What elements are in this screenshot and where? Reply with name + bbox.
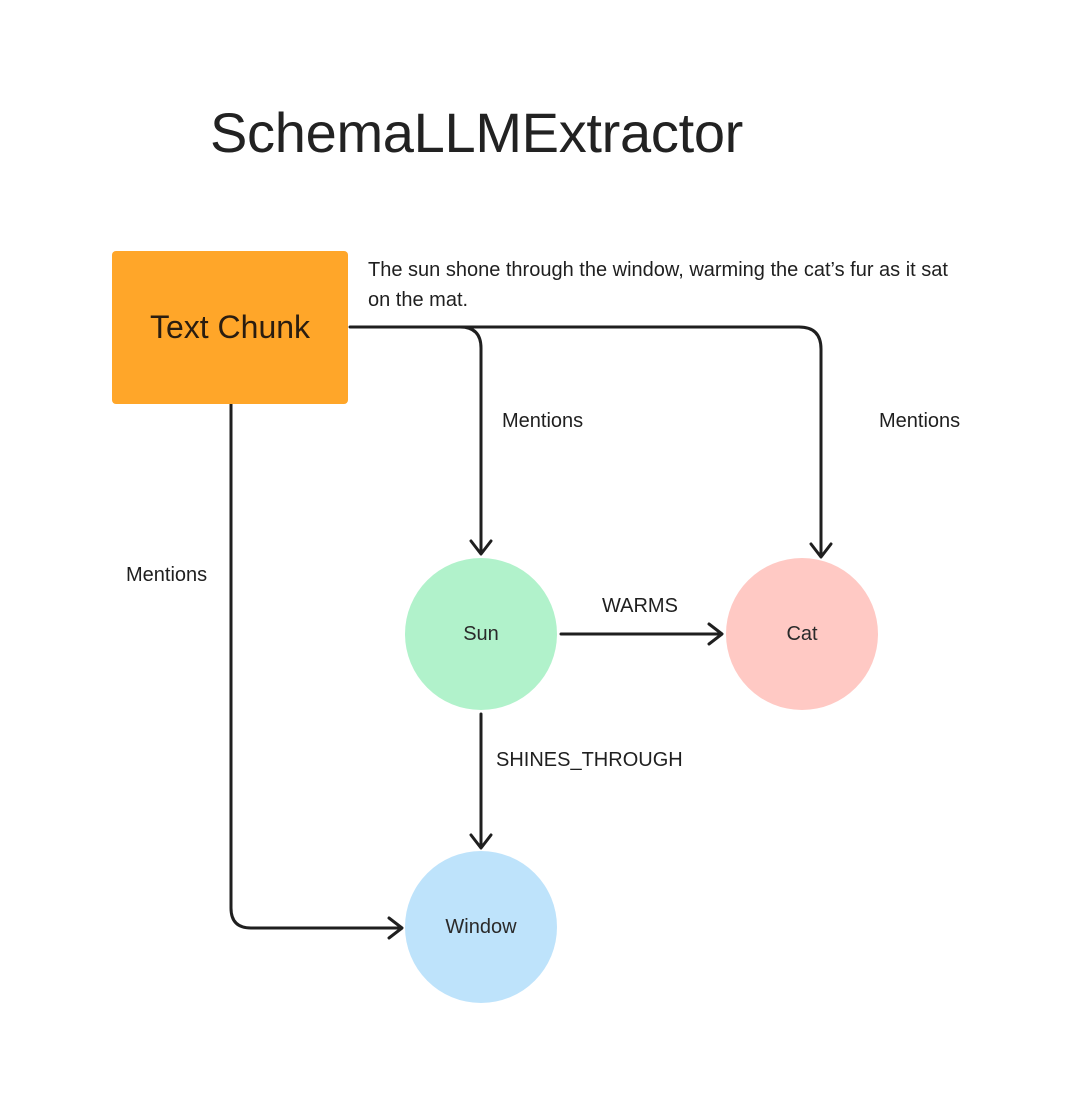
arrowhead-sun-window [469, 833, 493, 850]
chunk-sentence: The sun shone through the window, warmin… [368, 259, 948, 311]
sun-node: Sun [405, 558, 557, 710]
arrowhead-chunk-cat [809, 542, 833, 559]
text-chunk-label: Text Chunk [149, 309, 311, 345]
diagram-title: SchemaLLMExtractor [210, 101, 744, 164]
edge-label-chunk-window: Mentions [126, 564, 208, 586]
edge-chunk-window [229, 402, 402, 930]
window-node: Window [405, 851, 557, 1003]
cat-node: Cat [726, 558, 878, 710]
edge-chunk-cat [458, 325, 823, 557]
arrowhead-sun-cat [707, 622, 724, 646]
arrowhead-chunk-sun [469, 539, 493, 556]
window-node-label: Window [445, 915, 517, 938]
edge-label-sun-window: SHINES_THROUGH [496, 749, 683, 771]
arrowhead-chunk-window [387, 916, 404, 940]
edge-label-chunk-cat: Mentions [879, 410, 961, 432]
sun-node-label: Sun [463, 622, 499, 645]
text-chunk-node: Text Chunk [112, 251, 348, 404]
edge-label-sun-cat: WARMS [602, 595, 678, 617]
edge-chunk-sun [348, 325, 483, 554]
cat-node-label: Cat [786, 622, 818, 645]
edge-label-chunk-sun: Mentions [502, 410, 584, 432]
